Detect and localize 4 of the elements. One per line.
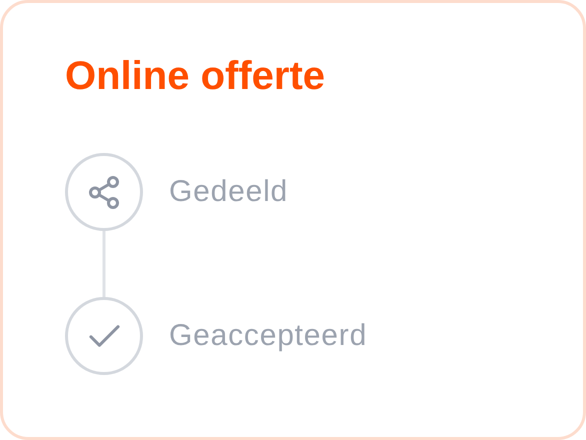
step-label: Gedeeld [169,175,288,209]
step-label: Geaccepteerd [169,319,368,353]
connector-line [102,231,106,297]
card-title: Online offerte [65,53,326,99]
